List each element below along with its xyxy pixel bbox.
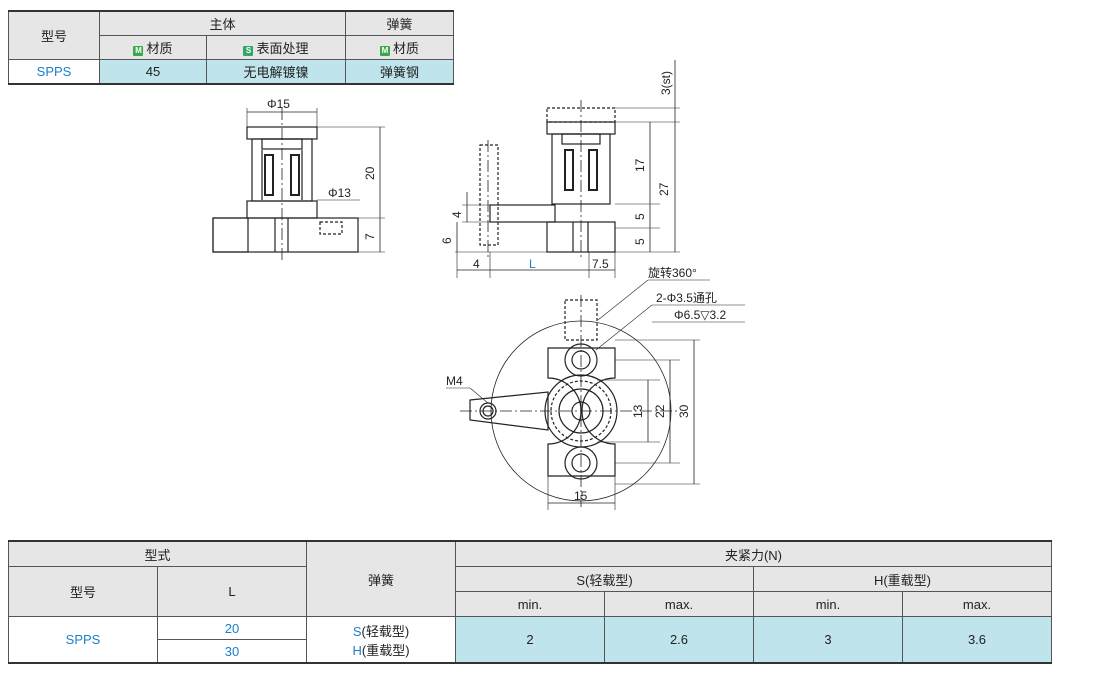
dim-30: 30: [677, 404, 691, 418]
rotate-note: 旋转360°: [648, 265, 697, 280]
h-max-value: 3.6: [902, 616, 1052, 664]
dim-phi15: Φ15: [267, 97, 290, 111]
h-min-value: 3: [753, 616, 903, 664]
h-type-header: H(重载型): [753, 566, 1052, 592]
h-min-header: min.: [753, 591, 903, 617]
clamping-force-table: 型式 弹簧 夹紧力(N) 型号 L S(轻载型) H(重载型) min. max…: [8, 540, 1052, 664]
model-value: SPPS: [8, 59, 100, 85]
s-type-header: S(轻载型): [455, 566, 754, 592]
s-max-header: max.: [604, 591, 754, 617]
dim-27: 27: [657, 182, 671, 196]
front-view: [212, 108, 385, 260]
dim-5a: 5: [633, 213, 647, 220]
l-value-20: 20: [157, 616, 307, 640]
dim-20: 20: [363, 166, 377, 180]
spring-header: 弹簧: [345, 10, 454, 36]
spring-material-label: 材质: [392, 41, 419, 56]
dim-5b: 5: [633, 238, 647, 245]
dim-13: 13: [631, 404, 645, 418]
s-max-value: 2.6: [604, 616, 754, 664]
side-view: [455, 60, 680, 278]
counterbore-note: Φ6.5▽3.2: [674, 308, 726, 322]
dim-6: 6: [440, 237, 454, 244]
model-header: 型号: [8, 10, 100, 60]
dim-4h: 4: [473, 257, 480, 271]
hole-note: 2-Φ3.5通孔: [656, 291, 717, 305]
body-material-label: 材质: [146, 41, 173, 56]
thread-m4: M4: [446, 374, 463, 388]
spring-value: S(轻载型) H(重载型): [306, 616, 456, 664]
h-max-header: max.: [902, 591, 1052, 617]
top-view: [446, 279, 745, 510]
material-value: 45: [99, 59, 207, 85]
spring-header: 弹簧: [306, 540, 456, 617]
surface-value: 无电解镀镍: [206, 59, 346, 85]
s-min-header: min.: [455, 591, 605, 617]
type-header: 型式: [8, 540, 307, 567]
surface-label: 表面处理: [256, 41, 309, 56]
dim-15: 15: [574, 489, 588, 503]
spring-h-letter: H: [352, 642, 362, 658]
technical-drawing: Φ15 Φ13 20 7 3(st) 17 27 5 5 4 6 4 L 7.5…: [212, 60, 745, 510]
spring-s-text: (轻载型): [361, 623, 410, 639]
model-value: SPPS: [8, 616, 158, 664]
dim-7-5: 7.5: [592, 257, 609, 271]
model-header: 型号: [8, 566, 158, 617]
dim-4v: 4: [450, 211, 464, 218]
dim-22: 22: [653, 404, 667, 418]
l-header: L: [157, 566, 307, 617]
dim-3st: 3(st): [659, 71, 673, 95]
l-value-30: 30: [157, 639, 307, 664]
force-header: 夹紧力(N): [455, 540, 1052, 567]
dim-17: 17: [633, 158, 647, 172]
dim-7: 7: [363, 233, 377, 240]
material-tag-icon: M: [133, 46, 144, 56]
surface-tag-icon: S: [243, 46, 254, 56]
s-min-value: 2: [455, 616, 605, 664]
spring-material-value: 弹簧钢: [345, 59, 454, 85]
spring-material-tag-icon: M: [379, 46, 390, 56]
dim-phi13: Φ13: [328, 186, 351, 200]
spring-h-text: (重载型): [361, 642, 410, 658]
spring-s-letter: S: [352, 623, 362, 639]
dim-L: L: [529, 257, 536, 271]
